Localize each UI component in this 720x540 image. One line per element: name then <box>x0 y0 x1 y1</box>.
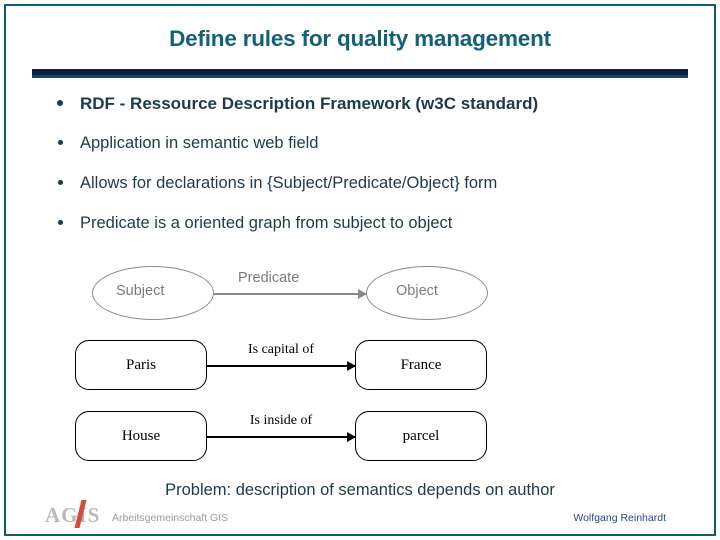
object-ellipse-shape <box>366 266 488 320</box>
predicate-label: Is inside of <box>249 413 313 428</box>
subject-box-label: Paris <box>126 357 156 373</box>
object-box <box>355 411 487 461</box>
list-item: RDF - Ressource Description Framework (w… <box>44 92 684 115</box>
bullet-list: RDF - Ressource Description Framework (w… <box>44 92 684 252</box>
agis-logo-text: AGIS <box>45 503 101 527</box>
bullet-dot-icon <box>58 220 63 225</box>
rdf-triple-diagram: Subject Predicate Object <box>70 262 540 322</box>
predicate-arrow-icon <box>207 361 356 370</box>
object-box-label: parcel <box>402 428 440 444</box>
list-item: Predicate is a oriented graph from subje… <box>44 212 684 235</box>
predicate-label: Is capital of <box>247 342 315 357</box>
object-node-label: Object <box>396 283 438 299</box>
list-item-label: Allows for declarations in {Subject/Pred… <box>80 174 498 192</box>
example-triple-row: House Is inside of parcel <box>70 411 540 467</box>
subject-box-label: House <box>121 428 161 444</box>
list-item: Application in semantic web field <box>44 132 684 155</box>
object-box-label: France <box>400 357 442 373</box>
bullet-dot-icon <box>58 180 63 185</box>
problem-statement: Problem: description of semantics depend… <box>165 481 555 499</box>
subject-ellipse-shape <box>92 266 214 320</box>
list-item-label: RDF - Ressource Description Framework (w… <box>80 94 539 113</box>
page-title: Define rules for quality management <box>169 26 551 51</box>
footer-author: Wolfgang Reinhardt <box>573 512 666 524</box>
list-item: Allows for declarations in {Subject/Pred… <box>44 172 684 195</box>
list-item-label: Predicate is a oriented graph from subje… <box>80 214 453 232</box>
predicate-arrow-icon <box>207 432 356 441</box>
bullet-dot-icon <box>57 100 63 106</box>
footer-organization: Arbeitsgemeinschaft GIS <box>112 512 229 524</box>
predicate-label: Predicate <box>238 270 300 286</box>
agis-logo: AGIS <box>45 500 117 528</box>
title-divider <box>32 69 688 75</box>
bullet-dot-icon <box>58 140 63 145</box>
example-triple-row: Paris Is capital of France <box>70 340 540 396</box>
subject-box <box>75 340 207 390</box>
object-box <box>355 340 487 390</box>
predicate-arrow-icon <box>214 289 367 299</box>
list-item-label: Application in semantic web field <box>80 134 319 152</box>
subject-node-label: Subject <box>116 283 165 299</box>
subject-box <box>75 411 207 461</box>
